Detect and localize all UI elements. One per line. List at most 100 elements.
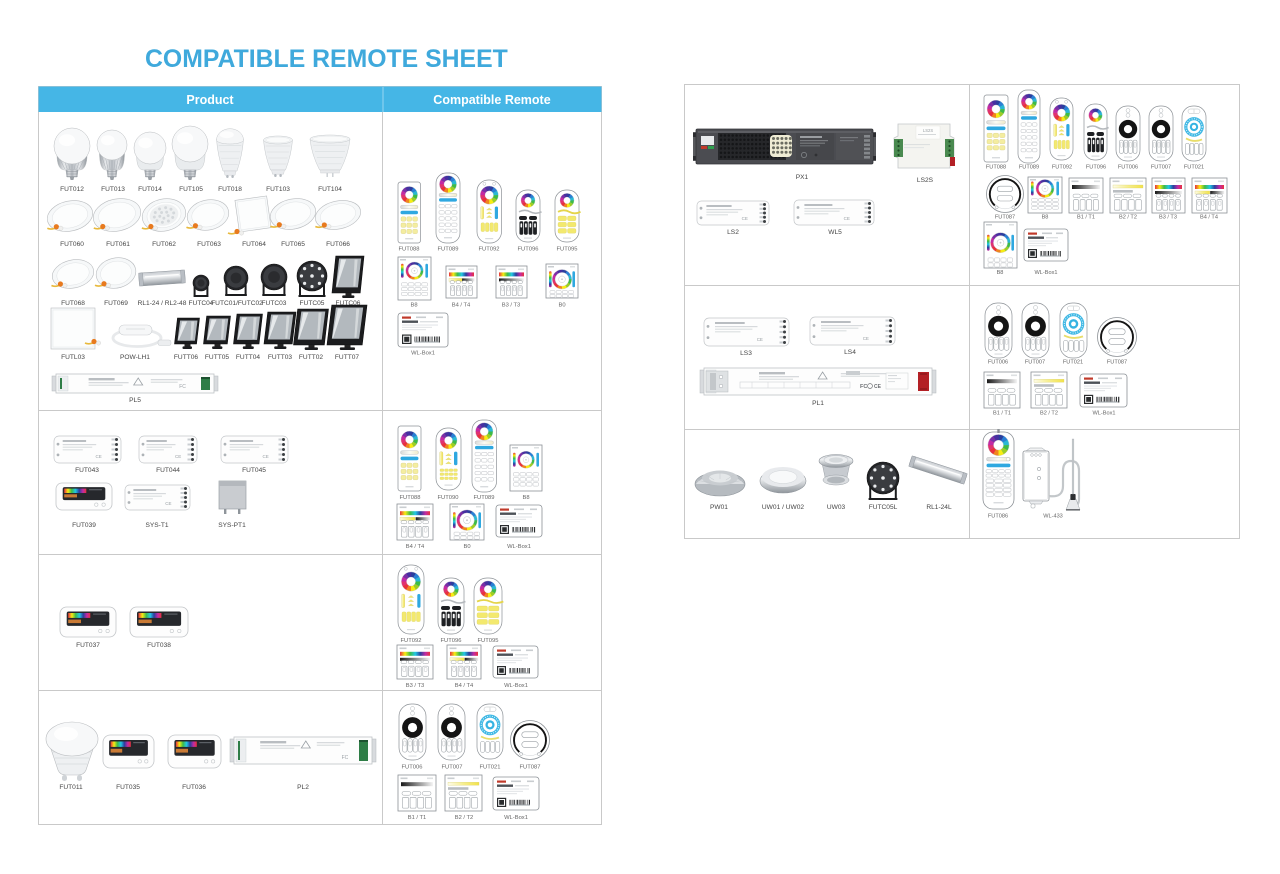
svg-text:FUTC05: FUTC05 (300, 300, 325, 307)
svg-text:FUTT06: FUTT06 (174, 354, 199, 361)
svg-text:FUT037: FUT037 (76, 642, 100, 649)
svg-text:FC: FC (342, 755, 349, 761)
svg-text:B3 / T3: B3 / T3 (406, 683, 425, 689)
svg-text:CE: CE (165, 501, 171, 506)
svg-text:CE: CE (175, 454, 181, 459)
svg-text:FUTC05L: FUTC05L (869, 504, 898, 511)
svg-text:FUT036: FUT036 (182, 784, 206, 791)
svg-text:POW-LH1: POW-LH1 (120, 354, 150, 361)
svg-text:FUT088: FUT088 (399, 247, 420, 253)
svg-text:UW01 / UW02: UW01 / UW02 (762, 504, 804, 511)
svg-text:FUT087: FUT087 (1107, 360, 1127, 366)
svg-text:WL-433: WL-433 (1043, 514, 1063, 520)
svg-text:FUT095: FUT095 (557, 247, 578, 253)
svg-text:FUTC03: FUTC03 (262, 300, 287, 307)
svg-text:RL1-24 / RL2-48: RL1-24 / RL2-48 (138, 300, 187, 307)
svg-text:WL-Box1: WL-Box1 (507, 544, 531, 550)
svg-text:FUT090: FUT090 (438, 495, 459, 501)
svg-text:FUT096: FUT096 (518, 247, 539, 253)
svg-text:FUT014: FUT014 (138, 186, 162, 193)
svg-text:FUT006: FUT006 (988, 360, 1008, 366)
svg-text:WL-Box1: WL-Box1 (504, 683, 528, 689)
svg-text:B2 / T2: B2 / T2 (1119, 215, 1137, 221)
svg-text:FC: FC (860, 384, 867, 390)
svg-text:FUT066: FUT066 (326, 241, 350, 248)
svg-text:COMPATIBLE REMOTE SHEET: COMPATIBLE REMOTE SHEET (145, 46, 508, 73)
svg-text:PL1: PL1 (812, 400, 824, 407)
svg-text:LS2S: LS2S (917, 177, 934, 184)
svg-text:FUT088: FUT088 (400, 495, 421, 501)
svg-text:FUT087: FUT087 (995, 215, 1015, 221)
svg-text:FUT035: FUT035 (116, 784, 140, 791)
svg-text:B3 / T3: B3 / T3 (1159, 215, 1177, 221)
svg-text:FUT105: FUT105 (179, 186, 203, 193)
svg-text:FUTC06: FUTC06 (336, 300, 361, 307)
svg-text:FUT038: FUT038 (147, 642, 171, 649)
svg-text:FUT006: FUT006 (402, 765, 423, 771)
svg-text:FUT086: FUT086 (988, 514, 1008, 520)
svg-text:WL-Box1: WL-Box1 (411, 351, 435, 357)
svg-text:CE: CE (263, 454, 269, 459)
svg-text:FUT043: FUT043 (75, 467, 99, 474)
svg-text:B2 / T2: B2 / T2 (1040, 411, 1058, 417)
svg-text:B8: B8 (410, 303, 417, 309)
svg-text:FUTT02: FUTT02 (299, 354, 324, 361)
svg-text:FUT021: FUT021 (1184, 165, 1204, 171)
svg-text:B1 / T1: B1 / T1 (408, 815, 427, 821)
svg-text:B4 / T4: B4 / T4 (452, 303, 471, 309)
svg-text:FUT018: FUT018 (218, 186, 242, 193)
svg-text:WL5: WL5 (828, 229, 842, 236)
svg-text:CE: CE (844, 216, 850, 221)
svg-text:FUT061: FUT061 (106, 241, 130, 248)
svg-text:FUT011: FUT011 (59, 784, 83, 791)
svg-text:WL-Box1: WL-Box1 (504, 815, 528, 821)
svg-text:FUTC04: FUTC04 (189, 300, 214, 307)
svg-text:B4 / T4: B4 / T4 (406, 544, 425, 550)
svg-text:FUT013: FUT013 (101, 186, 125, 193)
svg-text:CE: CE (757, 337, 763, 342)
svg-text:FUT065: FUT065 (281, 241, 305, 248)
svg-text:B0: B0 (463, 544, 470, 550)
svg-text:FUT007: FUT007 (442, 765, 463, 771)
svg-text:B4 / T4: B4 / T4 (1200, 215, 1218, 221)
svg-text:FUT087: FUT087 (520, 765, 541, 771)
svg-text:SYS-PT1: SYS-PT1 (218, 522, 246, 529)
svg-text:FUT021: FUT021 (1063, 360, 1083, 366)
svg-text:LS4: LS4 (844, 349, 856, 356)
svg-text:FUTT04: FUTT04 (236, 354, 261, 361)
svg-text:PX1: PX1 (796, 174, 809, 181)
svg-text:FUT007: FUT007 (1025, 360, 1045, 366)
svg-text:FUT060: FUT060 (60, 241, 84, 248)
svg-text:FUT021: FUT021 (480, 765, 501, 771)
svg-text:WL-Box1: WL-Box1 (1092, 411, 1115, 417)
svg-text:PL2: PL2 (297, 784, 309, 791)
svg-text:B8: B8 (1042, 215, 1049, 221)
svg-text:B3 / T3: B3 / T3 (502, 303, 521, 309)
svg-text:B1 / T1: B1 / T1 (1077, 215, 1095, 221)
svg-text:FUTT03: FUTT03 (268, 354, 293, 361)
svg-text:FUT012: FUT012 (60, 186, 84, 193)
svg-text:B0: B0 (558, 303, 565, 309)
svg-text:FUT095: FUT095 (478, 638, 499, 644)
svg-text:LS2: LS2 (727, 229, 739, 236)
svg-text:FUT039: FUT039 (72, 522, 96, 529)
svg-text:B8: B8 (522, 495, 529, 501)
svg-text:FUT092: FUT092 (479, 247, 500, 253)
svg-text:FUTL03: FUTL03 (61, 354, 85, 361)
svg-text:RL1-24L: RL1-24L (926, 504, 952, 511)
svg-text:FUT044: FUT044 (156, 467, 180, 474)
svg-text:PW01: PW01 (710, 504, 728, 511)
svg-text:B4 / T4: B4 / T4 (455, 683, 474, 689)
svg-text:FUT088: FUT088 (986, 165, 1006, 171)
svg-text:B8: B8 (997, 270, 1004, 276)
svg-text:SYS-T1: SYS-T1 (145, 522, 168, 529)
svg-text:B2 / T2: B2 / T2 (455, 815, 474, 821)
svg-text:FC: FC (179, 384, 186, 390)
svg-text:CE: CE (742, 216, 748, 221)
svg-text:B1 / T1: B1 / T1 (993, 411, 1011, 417)
svg-text:WL-Box1: WL-Box1 (1034, 270, 1057, 276)
svg-text:FUT089: FUT089 (1019, 165, 1039, 171)
svg-text:FUT069: FUT069 (104, 300, 128, 307)
svg-text:FUT062: FUT062 (152, 241, 176, 248)
svg-text:FUT068: FUT068 (61, 300, 85, 307)
